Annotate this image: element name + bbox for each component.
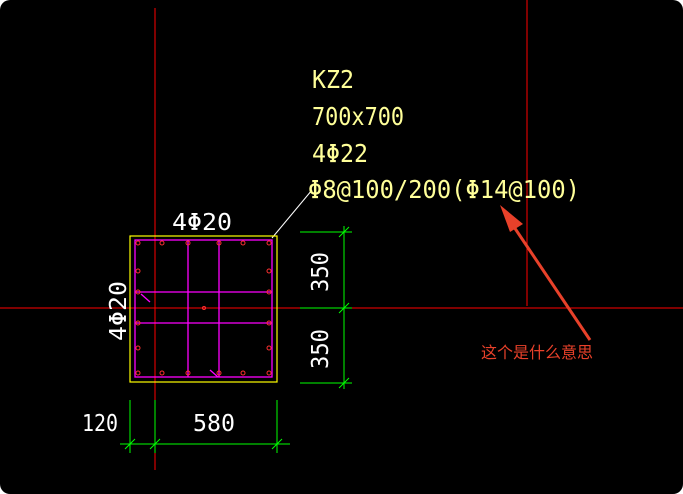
rebar-dot [135, 320, 141, 326]
rebar-dot [135, 268, 141, 274]
arrow-head [500, 205, 523, 232]
dimension-horizontal [120, 400, 290, 453]
rebar-dot [266, 370, 272, 376]
rebar-dot [185, 240, 191, 246]
rebar-dot [240, 240, 246, 246]
rebar-dot [135, 370, 141, 376]
dim-tick [338, 377, 350, 389]
rebar-dot [135, 289, 141, 295]
dim-width-label: 580 [193, 411, 235, 437]
rebar-dot [216, 240, 222, 246]
top-bars-label: 4Φ20 [172, 210, 232, 236]
rebar-dot [135, 345, 141, 351]
rebar-group [135, 240, 272, 376]
column-outline [129, 235, 278, 383]
rebar-dot [159, 370, 165, 376]
dim-left-label: 120 [82, 411, 118, 437]
question-text: 这个是什么意思 [481, 343, 593, 362]
rebar-dot [159, 240, 165, 246]
dim-tick [149, 438, 161, 450]
rebar-dot [266, 268, 272, 274]
dim-tick [124, 438, 136, 450]
column-section: 700x700 [312, 102, 404, 131]
column-corner-bars: 4Φ22 [312, 139, 368, 168]
column-name: KZ2 [312, 65, 354, 94]
dimension-vertical [300, 226, 352, 389]
rebar-dot [202, 306, 206, 310]
rebar-dot [240, 370, 246, 376]
dim-tick [338, 302, 350, 314]
question-arrow [500, 205, 592, 341]
stirrup-hook-1 [140, 293, 151, 303]
outer-stirrup [134, 239, 273, 378]
rebar-dot [266, 289, 272, 295]
rebar-dot [216, 370, 222, 376]
column-stirrups: Φ8@100/200(Φ14@100) [308, 175, 580, 204]
label-leader-line [271, 189, 313, 239]
rebar-dot [266, 240, 272, 246]
rebar-dot [185, 370, 191, 376]
stirrup-hook-2 [209, 369, 219, 378]
stirrup-group [134, 239, 273, 378]
dim-tick [338, 226, 350, 238]
rebar-dot [266, 320, 272, 326]
dim-lower-label: 350 [308, 329, 334, 369]
side-bars-label: 4Φ20 [106, 281, 132, 341]
rebar-dot [135, 240, 141, 246]
dim-tick [271, 438, 283, 450]
arrow-shaft [506, 217, 592, 341]
rebar-dot [266, 345, 272, 351]
dim-upper-label: 350 [308, 252, 334, 292]
